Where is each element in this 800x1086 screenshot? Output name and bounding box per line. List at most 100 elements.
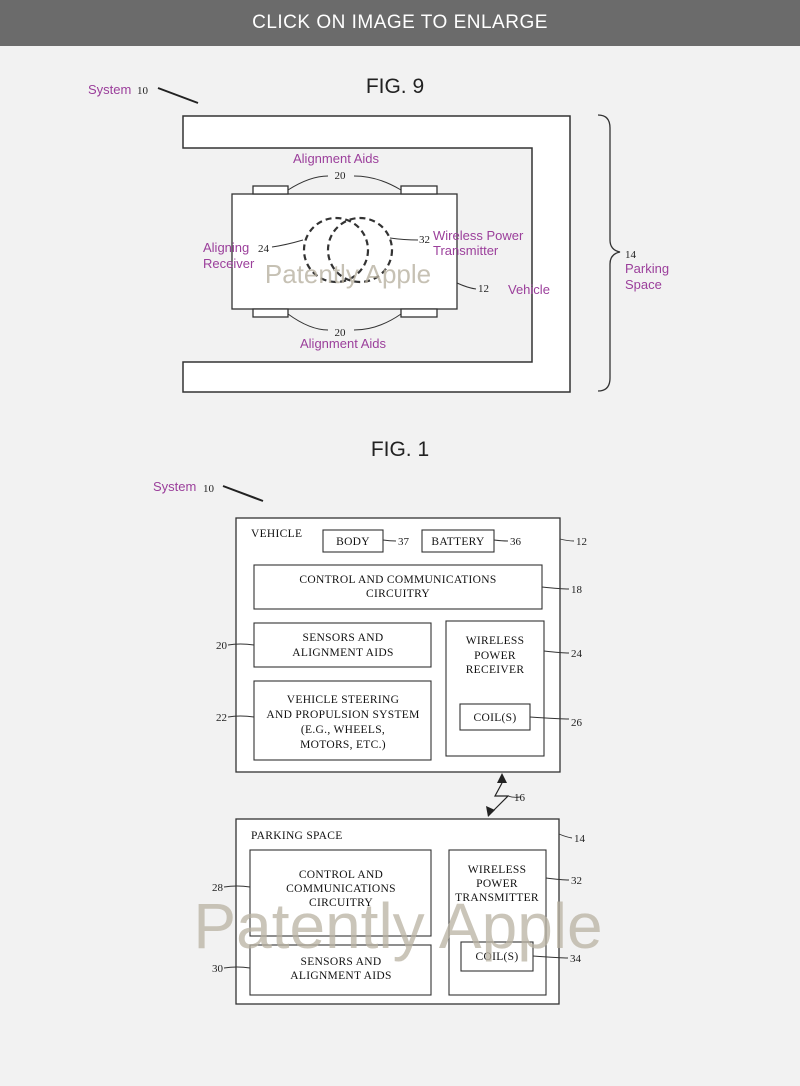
leader-30 [223, 966, 251, 969]
leader-34 [532, 955, 569, 959]
pk-control-num: 28 [212, 882, 224, 894]
transmitter-line1: WIRELESS [468, 864, 527, 876]
pk-control-box [249, 849, 432, 937]
fig9-system-arrow [157, 87, 199, 104]
steering-num: 22 [216, 712, 227, 724]
sensors-line1: SENSORS AND [303, 632, 384, 644]
leader-37 [382, 539, 397, 542]
transmitter-box [448, 849, 547, 996]
leader-26 [529, 716, 570, 720]
leader-20-bottom-right [353, 313, 402, 331]
battery-num: 36 [510, 536, 522, 548]
alignment-aid-top-right [400, 185, 438, 195]
leader-28 [223, 885, 251, 888]
sensors-line2: ALIGNMENT AIDS [292, 647, 393, 659]
fig1-system-label: System [153, 479, 196, 494]
wpt-line2: Transmitter [433, 243, 499, 258]
fig1-system-arrow [222, 485, 264, 502]
fig9: FIG. 9 System 10 Alignment Aids 20 20 Al… [88, 75, 669, 393]
transmitter-line2: POWER [476, 878, 518, 890]
receiver-coil-label: COIL(S) [474, 712, 517, 724]
body-box [322, 529, 384, 553]
body-num: 37 [398, 536, 410, 548]
pk-control-line3: CIRCUITRY [309, 897, 373, 909]
fig1: FIG. 1 System 10 VEHICLE 12 BODY 37 BATT… [153, 438, 603, 1005]
receiver-box [445, 620, 545, 757]
leader-18 [541, 586, 570, 590]
alignment-aids-top-label: Alignment Aids [293, 151, 379, 166]
parking-num: 14 [574, 833, 586, 845]
receiver-line3: RECEIVER [466, 664, 525, 676]
pk-control-line2: COMMUNICATIONS [286, 883, 396, 895]
parking-line2: Space [625, 277, 662, 292]
alignment-aid-top-left [252, 185, 289, 195]
leader-24b [543, 650, 570, 654]
sensors-num: 20 [216, 640, 228, 652]
alignment-aid-bottom-right [400, 308, 438, 318]
parking-title: PARKING SPACE [251, 830, 343, 842]
wireless-link [491, 782, 510, 813]
link-num: 16 [514, 792, 526, 804]
vehicle-label: Vehicle [508, 282, 550, 297]
num-24: 24 [258, 243, 270, 255]
wpt-line1: Wireless Power [433, 228, 524, 243]
leader-20-top-left [287, 175, 329, 191]
fig9-title: FIG. 9 [366, 75, 424, 98]
fig9-system-label: System [88, 82, 131, 97]
leader-p14 [558, 833, 573, 839]
alignment-aids-bottom-label: Alignment Aids [300, 336, 386, 351]
coil-num-26: 26 [571, 717, 583, 729]
leader-v12 [559, 538, 575, 542]
enlarge-banner[interactable]: CLICK ON IMAGE TO ENLARGE [0, 0, 800, 46]
steering-line2: AND PROPULSION SYSTEM [266, 709, 419, 721]
battery-box [421, 529, 495, 553]
num-12: 12 [478, 283, 489, 295]
coil-num-34: 34 [570, 953, 582, 965]
parking-space-outline [182, 115, 571, 393]
aligning-receiver-line1: Aligning [203, 240, 249, 255]
receiver-line2: POWER [474, 650, 516, 662]
control-line2: CIRCUITRY [366, 588, 430, 600]
leader-36 [493, 539, 509, 542]
parking-line1: Parking [625, 261, 669, 276]
alignment-aid-bottom-left [252, 308, 289, 318]
battery-label: BATTERY [431, 536, 485, 548]
pk-sensors-box [249, 944, 432, 996]
control-line1: CONTROL AND COMMUNICATIONS [299, 574, 496, 586]
pk-control-line1: CONTROL AND [299, 869, 383, 881]
link-arrow-down [486, 806, 495, 817]
fig9-watermark: Patently Apple [265, 259, 431, 289]
leader-24 [271, 239, 304, 248]
leader-20 [227, 643, 255, 646]
pk-sensors-line2: ALIGNMENT AIDS [290, 970, 391, 982]
steering-line4: MOTORS, ETC.) [300, 739, 386, 751]
leader-16 [507, 795, 521, 798]
receiver-line1: WIRELESS [466, 635, 525, 647]
fig1-system-num: 10 [203, 483, 215, 495]
num-20-bottom: 20 [335, 327, 347, 339]
receiver-num: 24 [571, 648, 583, 660]
vehicle-body [231, 193, 458, 310]
aligning-receiver-line2: Receiver [203, 256, 255, 271]
transmitter-coil-label: COIL(S) [476, 951, 519, 963]
fig9-system-num: 10 [137, 85, 149, 97]
leader-32b [545, 877, 570, 881]
steering-box [253, 680, 432, 761]
vehicle-title: VEHICLE [251, 528, 302, 540]
link-arrow-up [497, 773, 507, 783]
transmitter-line3: TRANSMITTER [455, 892, 539, 904]
control-num: 18 [571, 584, 583, 596]
num-32: 32 [419, 234, 430, 246]
leader-12 [456, 282, 477, 290]
pk-sensors-num: 30 [212, 963, 224, 975]
fig1-watermark: Patently Apple [193, 890, 602, 962]
vehicle-num: 12 [576, 536, 587, 548]
parking-space-brace [597, 114, 621, 392]
pk-sensors-line1: SENSORS AND [301, 956, 382, 968]
leader-22 [227, 715, 255, 718]
transmitter-coil [326, 216, 394, 284]
steering-line3: (E.G., WHEELS, [301, 724, 385, 736]
num-14: 14 [625, 249, 637, 261]
steering-line1: VEHICLE STEERING [287, 694, 399, 706]
